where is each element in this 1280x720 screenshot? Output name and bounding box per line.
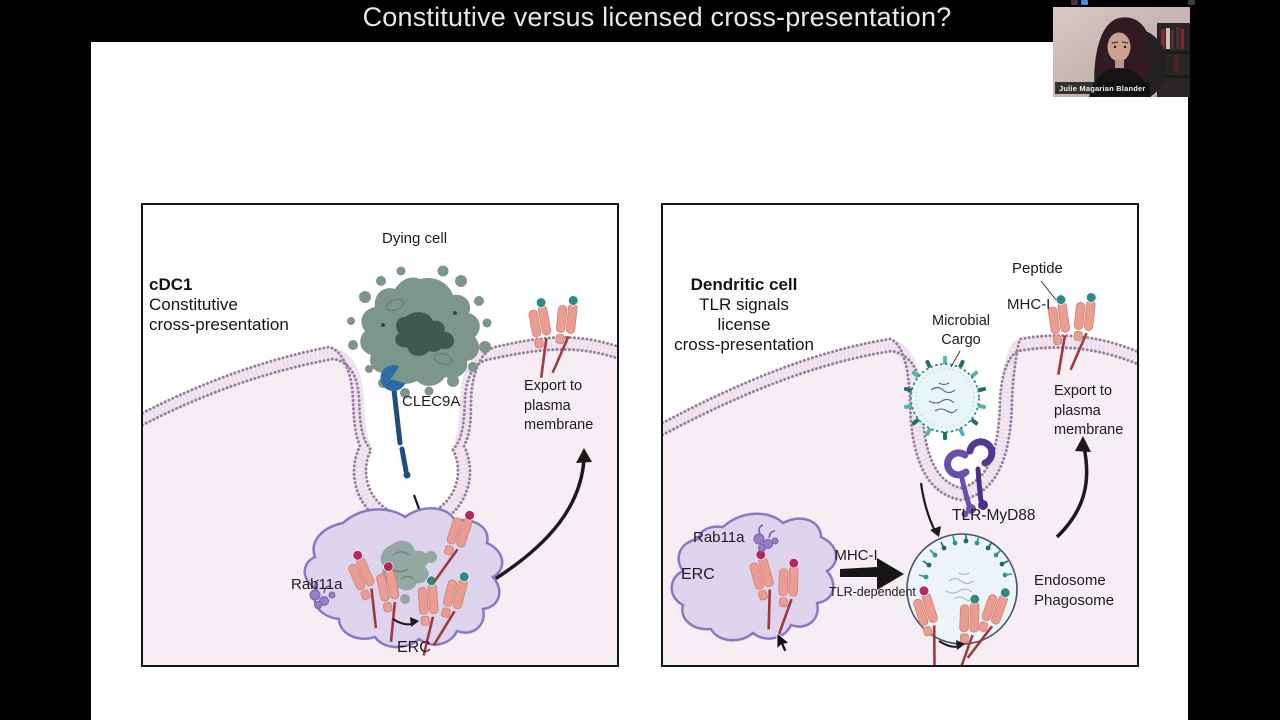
export-label-3: membrane <box>524 417 594 433</box>
eyebrows <box>1111 41 1129 44</box>
export-label-1: Export to <box>1054 383 1113 399</box>
webcam-video-tile[interactable]: Julie Magarian Blander <box>1053 7 1190 97</box>
erc-label: ERC <box>397 639 431 656</box>
clec9a-label: CLEC9A <box>402 393 461 410</box>
peptide-label: Peptide <box>1012 260 1063 277</box>
export-arrow <box>494 448 592 581</box>
panel-heading-cdc1: cDC1 <box>149 275 193 294</box>
panel-heading-block: Dendritic cell TLR signals license cross… <box>671 275 817 355</box>
rab11a-label: Rab11a <box>291 576 343 593</box>
panel-heading-line2: Constitutive <box>149 295 238 314</box>
erc-label: ERC <box>681 566 715 583</box>
export-label-2: plasma <box>524 398 571 414</box>
mhc-i-surface-pair <box>1040 280 1098 377</box>
loading-mini-arrow <box>938 640 965 650</box>
mhci-label: MHC-I <box>1007 296 1051 313</box>
erc-graphic <box>303 505 504 657</box>
panel-constitutive: cDC1 Constitutive cross-presentation Dyi… <box>141 203 619 667</box>
export-label-2: plasma <box>1054 403 1101 419</box>
microbial-fragments <box>918 534 1013 580</box>
dying-cell-label: Dying cell <box>382 230 448 247</box>
mhc-transfer-arrow <box>840 558 904 590</box>
clec9a-receptor <box>380 365 411 479</box>
recycling-mini-arrow <box>392 617 419 627</box>
taskbar-icon <box>1188 0 1195 5</box>
phagosome-label: Phagosome <box>1034 592 1115 609</box>
tlr-dependent-label: TLR-dependent <box>829 585 916 599</box>
mhci-arrow-label: MHC-I <box>834 547 878 564</box>
panel-heading-line3: cross-presentation <box>674 335 814 354</box>
rab11a-vesicles <box>753 524 779 552</box>
face <box>1107 32 1131 62</box>
licensed-diagram <box>663 280 1137 665</box>
panel-heading-line3: cross-presentation <box>149 315 289 334</box>
export-arrow <box>1055 436 1091 539</box>
degraded-cargo-squiggles <box>945 572 976 602</box>
tlr-myd88-label: TLR-MyD88 <box>952 507 1036 524</box>
tlr-myd88-receptor <box>944 438 996 518</box>
neck <box>1115 60 1124 71</box>
microbial-cargo-label-2: Cargo <box>941 332 981 348</box>
participant-name-badge: Julie Magarian Blander <box>1055 82 1150 94</box>
constitutive-diagram <box>143 265 617 665</box>
dying-cell-graphic <box>347 265 492 398</box>
microbial-cargo-label-1: Microbial <box>931 313 990 329</box>
cursor-icon <box>776 632 790 653</box>
taskbar-icon-blue <box>1081 0 1088 5</box>
microbe-graphic <box>903 350 987 440</box>
plasma-membrane <box>663 334 1137 502</box>
export-label-1: Export to <box>524 378 583 394</box>
panel-licensed: Dendritic cell TLR signals license cross… <box>661 203 1139 667</box>
endosome-label: Endosome <box>1034 572 1106 589</box>
membrane-to-endosome-arrow <box>919 482 941 537</box>
endosome-graphic <box>906 533 1018 665</box>
rab11a-vesicles <box>309 579 336 609</box>
taskbar-icon <box>1071 0 1078 5</box>
rab11a-label: Rab11a <box>693 529 745 546</box>
peptide-pointer-line <box>1040 280 1057 301</box>
panel-heading-dendritic-cell: Dendritic cell <box>690 275 798 294</box>
export-label-3: membrane <box>1054 422 1124 438</box>
panel-heading-line2: TLR signals license <box>699 295 789 334</box>
slide-title: Constitutive versus licensed cross-prese… <box>362 2 952 32</box>
